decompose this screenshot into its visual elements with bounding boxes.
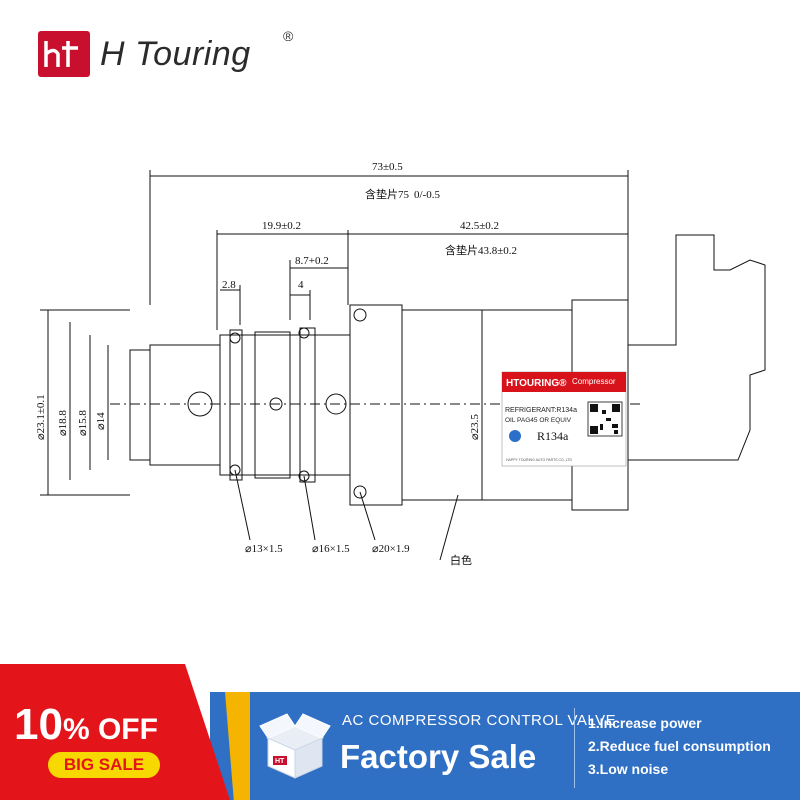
label-gas: R134a (537, 429, 569, 443)
oring-20: ⌀20×1.9 (372, 543, 410, 555)
dim-4: 4 (298, 279, 304, 291)
promo-title: Factory Sale (340, 738, 537, 775)
discount-text: 10% OFF (14, 700, 158, 750)
dim-dia-14: ⌀14 (95, 412, 107, 430)
oring-13: ⌀13×1.5 (245, 543, 283, 555)
technical-drawing: 73±0.5 含垫片75 0/-0.5 19.9±0.2 42.5±0.2 含垫… (35, 161, 766, 567)
dim-dia-23-1: ⌀23.1±0.1 (35, 394, 47, 440)
label-tag: Compressor (572, 377, 616, 386)
dim-left-length: 19.9±0.2 (262, 220, 301, 232)
label-brand: HTOURING® (506, 378, 567, 389)
dim-right-length: 42.5±0.2 (460, 220, 499, 232)
label-s-icon (509, 430, 521, 442)
promo-subtitle: AC COMPRESSOR CONTROL VALVE (342, 712, 617, 729)
dim-right-note: 含垫片43.8±0.2 (445, 243, 517, 257)
qr-code-icon (587, 401, 623, 437)
color-note: 白色 (450, 553, 472, 567)
discount-percent: % (62, 713, 90, 746)
promo-divider (574, 708, 575, 788)
brand-name: H Touring (100, 34, 251, 73)
label-company: HAPPY TOURING AUTO PARTS CO.,LTD (506, 458, 573, 462)
feature-item: 1.Increase power (588, 715, 702, 731)
box-icon: HT (259, 713, 331, 779)
dim-overall-note: 含垫片75 (365, 187, 409, 201)
promo-banner: 10% OFF BIG SALE HT AC COMPRESSOR CONTRO… (0, 664, 800, 800)
dim-overall-tol: 0/-0.5 (414, 189, 440, 201)
dim-mid-length: 8.7+0.2 (295, 255, 329, 267)
dim-overall: 73±0.5 (372, 161, 403, 173)
brand-logo (38, 31, 90, 77)
box-label: HT (275, 758, 285, 765)
label-oil: OIL PAG45 OR EQUIV (505, 417, 572, 424)
discount-word: OFF (89, 713, 158, 746)
brand-header: H Touring ® (38, 28, 293, 78)
dim-dia-18-8: ⌀18.8 (57, 410, 69, 436)
label-refrigerant: REFRIGERANT:R134a (505, 407, 577, 414)
product-label: HTOURING® Compressor REFRIGERANT:R134a O… (501, 371, 627, 467)
big-sale-badge: BIG SALE (48, 752, 160, 778)
registered-mark: ® (283, 28, 294, 44)
feature-list: 1.Increase power 2.Reduce fuel consumpti… (588, 712, 771, 781)
discount-value: 10 (14, 700, 63, 749)
feature-item: 2.Reduce fuel consumption (588, 738, 771, 754)
dim-dia-15-8: ⌀15.8 (77, 410, 89, 436)
oring-16: ⌀16×1.5 (312, 543, 350, 555)
ht-logo-icon (44, 41, 78, 67)
dim-dia-23-5: ⌀23.5 (469, 414, 481, 440)
dim-2-8: 2.8 (222, 279, 236, 291)
feature-item: 3.Low noise (588, 761, 669, 777)
